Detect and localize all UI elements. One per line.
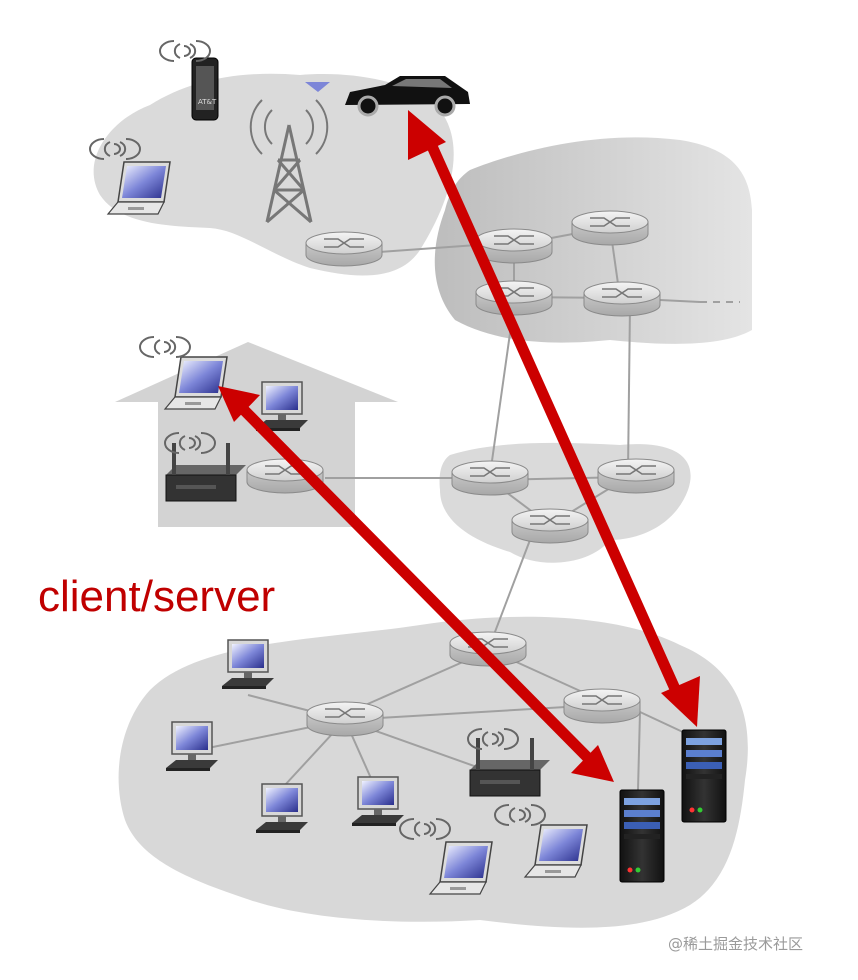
- desktop-icon: [165, 721, 219, 772]
- desktop-icon: [255, 783, 309, 834]
- client-server-arrows: [218, 110, 700, 782]
- smartphone-icon: AT&T: [191, 57, 219, 121]
- svg-text:AT&T: AT&T: [198, 98, 217, 106]
- cell-tower-icon: [249, 99, 329, 224]
- router-icon: [451, 460, 529, 496]
- desktop-icon: [351, 776, 405, 827]
- laptop-to-server-arrow: [240, 406, 594, 764]
- router-icon: [475, 280, 553, 316]
- router-icon: [511, 508, 589, 544]
- router-icon: [563, 688, 641, 724]
- router-icon: [306, 701, 384, 737]
- router-icon: [597, 458, 675, 494]
- desktop-icon: [221, 639, 275, 690]
- router-icon: [583, 281, 661, 317]
- router-icon: [305, 231, 383, 267]
- server-icon: [619, 789, 665, 883]
- wireless-signal-icon: [139, 336, 191, 358]
- watermark-text: @稀土掘金技术社区: [668, 935, 804, 953]
- router-icon: [571, 210, 649, 246]
- server-icon: [681, 729, 727, 823]
- car-to-server-arrow: [421, 132, 686, 703]
- client-server-label: client/server: [38, 572, 276, 621]
- house-icon: [115, 342, 398, 527]
- mobile-network-cloud: [93, 73, 454, 276]
- car-icon: [305, 76, 470, 117]
